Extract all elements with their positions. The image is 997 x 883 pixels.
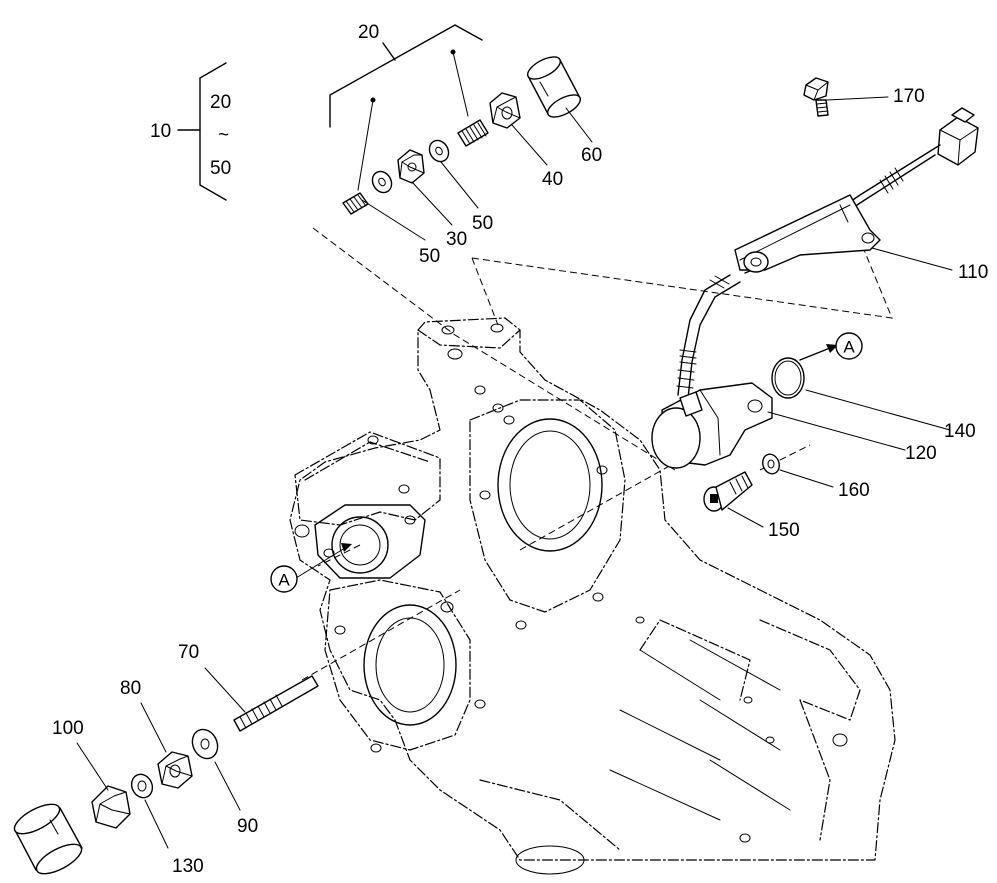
set-screw-right — [457, 119, 489, 147]
part-number-150: 150 — [768, 520, 800, 541]
part-number-100: 100 — [52, 718, 84, 739]
reference-marker-top: A — [835, 332, 863, 360]
part-number-140: 140 — [944, 421, 976, 442]
reference-marker-bottom: A — [270, 565, 298, 593]
part-number-90: 130 — [172, 856, 204, 877]
set-screw-left — [342, 192, 369, 215]
gear-housing — [289, 317, 896, 875]
part-number-130: 110 — [958, 262, 988, 283]
kit-20-bracket: 20 — [329, 22, 483, 191]
washer-110 — [191, 728, 219, 760]
group-range-separator: ~ — [218, 125, 229, 146]
stud-70 — [233, 675, 319, 732]
part-numbers: 50 30 50 40 60 170 110 140 120 160 150 7… — [52, 86, 988, 877]
cap-nut-100 — [91, 785, 131, 829]
washer-90 — [130, 773, 154, 799]
washer-160 — [762, 453, 780, 475]
part-number-60: 60 — [581, 145, 602, 166]
sensor-120 — [651, 382, 773, 469]
reference-letter-top: A — [843, 338, 855, 357]
part-number-160: 160 — [838, 480, 870, 501]
bracket-130 — [734, 194, 881, 273]
leader-lines — [76, 96, 953, 849]
group-parent-number: 10 — [150, 121, 171, 142]
o-ring-140 — [771, 357, 805, 399]
lower-adjuster-assembly — [13, 675, 319, 875]
group-range-end: 50 — [210, 158, 231, 179]
sensor-assembly — [651, 77, 979, 512]
part-number-120: 120 — [905, 443, 937, 464]
part-number-50-right: 50 — [472, 213, 493, 234]
connector-plug — [937, 107, 979, 166]
part-number-40: 40 — [542, 169, 563, 190]
part-number-170: 170 — [893, 86, 925, 107]
part-number-20: 20 — [358, 22, 379, 43]
assembly-phantom-lines — [301, 227, 893, 681]
cap-screw-150 — [703, 471, 753, 512]
reference-letter-bottom: A — [278, 571, 290, 590]
nut-40 — [489, 92, 521, 129]
part-number-70: 70 — [178, 642, 199, 663]
nut-80 — [157, 751, 193, 789]
group-range-start: 20 — [210, 92, 231, 113]
nut-30 — [397, 149, 425, 184]
part-number-50-left: 50 — [419, 246, 440, 267]
lower-cap — [13, 803, 83, 875]
washer-50-right — [428, 139, 450, 163]
group-brace: 10 20 ~ 50 — [150, 62, 231, 201]
washer-50-left — [371, 170, 393, 194]
part-number-110: 90 — [237, 816, 258, 837]
part-number-80: 80 — [120, 678, 141, 699]
cap-60 — [526, 56, 582, 118]
bolt-170 — [803, 77, 829, 117]
part-number-30: 30 — [446, 229, 467, 250]
upper-adjuster-kit — [342, 56, 582, 215]
